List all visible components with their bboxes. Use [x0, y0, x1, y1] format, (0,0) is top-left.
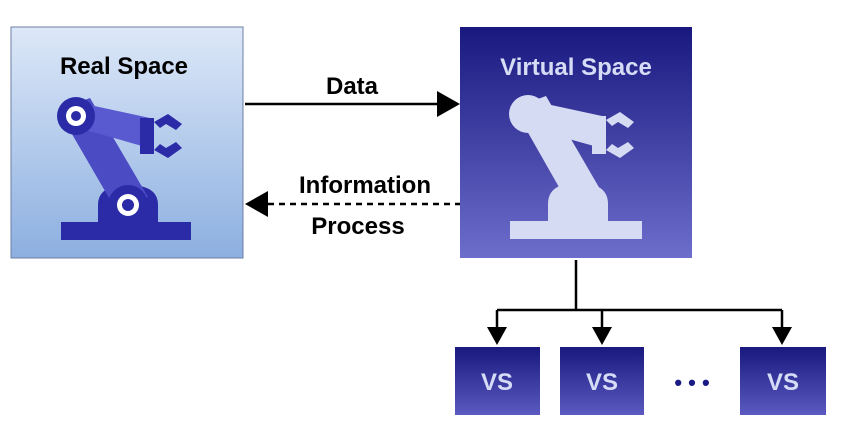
virtual-space-title: Virtual Space — [500, 54, 652, 81]
tree-connector — [495, 260, 784, 330]
virtual-space-box: Virtual Space — [460, 27, 692, 258]
virtual-robot-arm-icon — [509, 95, 642, 239]
vs-box-2: VS — [560, 347, 644, 415]
vs-label: VS — [481, 369, 513, 396]
data-label: Data — [326, 73, 379, 100]
vs-label: VS — [586, 369, 618, 396]
tree-arrowheads — [487, 327, 792, 345]
information-label: Information — [299, 172, 431, 199]
vs-label: VS — [767, 369, 799, 396]
robot-arm-icon — [57, 97, 191, 240]
vs-box-1: VS — [455, 347, 540, 415]
vs-box-3: VS — [740, 347, 826, 415]
information-arrow: Information Process — [245, 172, 460, 240]
real-space-box: Real Space — [10, 26, 244, 259]
process-label: Process — [311, 213, 404, 240]
ellipsis: • • • — [674, 370, 709, 395]
real-space-title: Real Space — [60, 53, 188, 80]
data-arrow: Data — [245, 73, 460, 117]
